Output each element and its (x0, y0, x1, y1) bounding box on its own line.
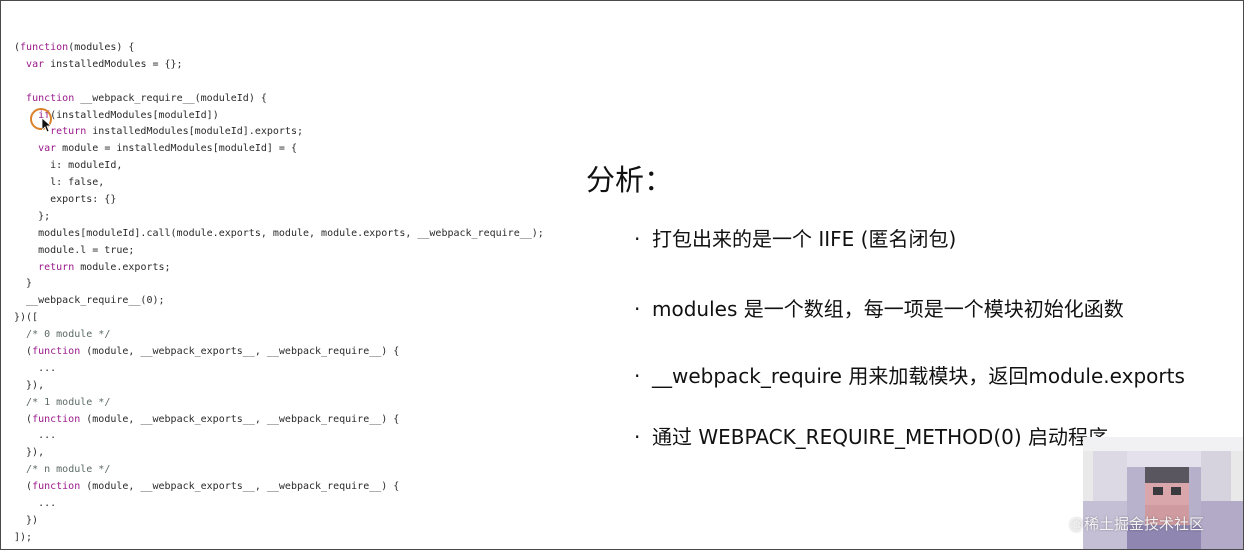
bullet-dot: · (634, 364, 641, 388)
code-line: i: moduleId, (14, 158, 544, 175)
code-text: }), (14, 379, 45, 391)
code-line: }) (14, 513, 544, 530)
code-text (14, 93, 26, 104)
bullet-item: · modules 是一个数组，每一项是一个模块初始化函数 (634, 293, 1124, 322)
code-text: ... (14, 362, 57, 374)
code-line: ]); (14, 530, 544, 547)
code-comment: /* n module */ (26, 464, 111, 476)
code-text: installedModules[moduleId].exports; (86, 126, 303, 138)
code-line: /* 0 module */ (14, 327, 544, 344)
code-keyword: var (38, 143, 57, 155)
presenter-video-thumbnail (1083, 437, 1243, 549)
bullet-dot: · (634, 297, 641, 321)
code-text (14, 59, 26, 70)
code-line: /* n module */ (14, 462, 544, 479)
code-text: modules[moduleId].call(module.exports, m… (14, 227, 544, 239)
code-text (14, 329, 26, 340)
code-text: ( (14, 42, 21, 53)
bullet-dot: · (634, 227, 641, 251)
code-text (14, 397, 26, 408)
code-line: (function (module, __webpack_exports__, … (14, 479, 544, 496)
bullet-item: · 通过 WEBPACK_REQUIRE_METHOD(0) 启动程序 (634, 421, 1108, 450)
bullet-text: 打包出来的是一个 IIFE (匿名闭包) (652, 227, 957, 251)
code-line (14, 74, 544, 91)
code-text: })([ (14, 312, 39, 324)
code-line: var installedModules = {}; (14, 57, 544, 74)
watermark-text: @稀土掘金技术社区 (1069, 515, 1205, 533)
cursor-highlight-circle (30, 108, 52, 130)
code-keyword: function (32, 346, 81, 358)
code-line: return module.exports; (14, 260, 544, 277)
code-text: l: false, (14, 177, 105, 189)
code-text (14, 262, 38, 273)
code-line: } (14, 276, 544, 293)
code-line: ... (14, 361, 544, 378)
code-line: ... (14, 496, 544, 513)
code-keyword: function (32, 481, 81, 493)
code-text: __webpack_require__(moduleId) { (74, 92, 267, 104)
code-keyword: function (26, 92, 75, 104)
code-text: module.exports; (74, 261, 171, 273)
code-line: l: false, (14, 175, 544, 192)
code-text: module = installedModules[moduleId] = { (56, 143, 297, 155)
code-line: if(installedModules[moduleId]) (14, 108, 544, 125)
code-keyword: return (38, 261, 75, 273)
code-text: (module, __webpack_exports__, __webpack_… (80, 413, 400, 425)
code-line: })([ (14, 310, 544, 327)
code-text: (module, __webpack_exports__, __webpack_… (80, 346, 400, 358)
code-text: }; (14, 210, 51, 222)
code-text (14, 143, 38, 154)
code-keyword: var (26, 58, 45, 70)
code-block: (function(modules) { var installedModule… (14, 40, 544, 547)
code-text: }) (14, 514, 39, 526)
code-line: module.l = true; (14, 243, 544, 260)
code-line: exports: {} (14, 192, 544, 209)
code-comment: /* 1 module */ (26, 396, 111, 408)
code-text: ... (14, 498, 57, 510)
code-line: function __webpack_require__(moduleId) { (14, 91, 544, 108)
code-line: return installedModules[moduleId].export… (14, 124, 544, 141)
slide-title: 分析： (586, 163, 674, 197)
code-text: ( (14, 346, 33, 358)
bullet-item: · 打包出来的是一个 IIFE (匿名闭包) (634, 223, 956, 252)
code-text: (modules) { (68, 42, 135, 53)
code-line: (function(modules) { (14, 40, 544, 57)
bullet-text: __webpack_require 用来加载模块，返回module.export… (652, 364, 1185, 388)
bullet-dot: · (634, 425, 641, 449)
code-line: var module = installedModules[moduleId] … (14, 141, 544, 158)
code-text: (installedModules[moduleId]) (50, 109, 219, 121)
code-line: modules[moduleId].call(module.exports, m… (14, 226, 544, 243)
code-keyword: function (20, 42, 69, 53)
code-line: (function (module, __webpack_exports__, … (14, 344, 544, 361)
code-text (14, 464, 26, 475)
code-keyword: function (32, 413, 81, 425)
code-line: ... (14, 428, 544, 445)
code-line: __webpack_require__(0); (14, 293, 544, 310)
code-text: exports: {} (14, 194, 117, 206)
code-line: }; (14, 209, 544, 226)
code-text: __webpack_require__(0); (14, 295, 165, 307)
bullet-text: 通过 WEBPACK_REQUIRE_METHOD(0) 启动程序 (652, 425, 1109, 449)
code-keyword: return (50, 126, 87, 138)
bullet-text: modules 是一个数组，每一项是一个模块初始化函数 (652, 297, 1124, 321)
code-text: i: moduleId, (14, 160, 123, 172)
code-text: installedModules = {}; (44, 58, 183, 70)
code-line: }), (14, 378, 544, 395)
code-text: } (14, 278, 33, 290)
code-line: }), (14, 445, 544, 462)
mouse-pointer-icon (42, 118, 52, 133)
code-text: (module, __webpack_exports__, __webpack_… (80, 481, 400, 493)
code-line: (function (module, __webpack_exports__, … (14, 412, 544, 429)
code-text: ( (14, 413, 33, 425)
code-comment: /* 0 module */ (26, 329, 111, 341)
code-text: module.l = true; (14, 244, 135, 256)
code-text: ... (14, 430, 57, 442)
code-line: /* 1 module */ (14, 395, 544, 412)
code-text: ]); (14, 531, 33, 543)
code-text: ( (14, 481, 33, 493)
bullet-item: · __webpack_require 用来加载模块，返回module.expor… (634, 360, 1185, 389)
code-text: }), (14, 447, 45, 459)
